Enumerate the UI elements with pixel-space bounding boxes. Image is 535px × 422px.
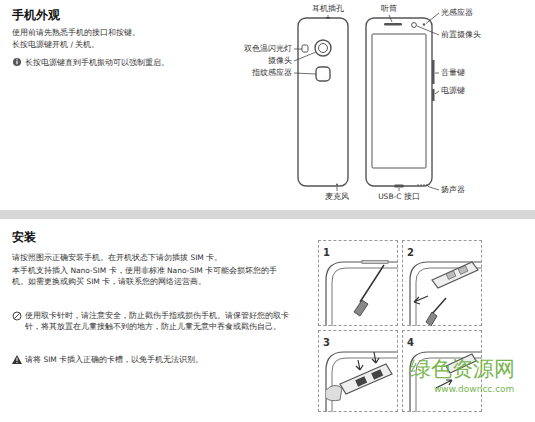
step-illustration xyxy=(354,300,368,316)
warning-icon xyxy=(12,355,22,364)
phone-front xyxy=(423,23,425,25)
part-label: 摄像头 xyxy=(268,55,292,66)
part-label: 耳机插孔 xyxy=(312,3,344,14)
body-text: 长按电源键直到手机振动可以强制重启。 xyxy=(25,57,285,68)
step-number: 1 xyxy=(319,245,334,261)
step-illustration xyxy=(372,352,379,363)
info-icon xyxy=(13,58,21,66)
leader-line xyxy=(399,188,400,191)
step-illustration xyxy=(426,312,437,326)
section-title: 安装 xyxy=(12,228,36,246)
body-text: 请按照图示正确安装手机。在开机状态下请勿插拔 SIM 卡。 xyxy=(12,252,292,263)
phone-front xyxy=(417,184,419,186)
step-panel: 1 xyxy=(318,240,398,326)
info-icon xyxy=(16,59,17,60)
leader-line xyxy=(294,73,316,74)
phone-front xyxy=(423,184,425,186)
step-illustration xyxy=(326,262,398,326)
divider-band xyxy=(0,210,535,219)
phone-back xyxy=(298,17,348,186)
leader-line xyxy=(294,13,439,191)
part-label: 指纹感应器 xyxy=(252,67,292,78)
step-illustration xyxy=(332,358,398,412)
watermark: www.downcc.com xyxy=(434,383,514,397)
step-illustration xyxy=(410,262,482,326)
step-illustration xyxy=(326,385,342,400)
step-number: 4 xyxy=(403,335,418,351)
phone-front xyxy=(384,23,402,25)
step-illustration xyxy=(355,376,367,386)
part-label: 听筒 xyxy=(381,3,397,14)
prohibit-icon xyxy=(14,313,20,319)
phone-front xyxy=(417,184,428,186)
phone-back xyxy=(319,44,328,53)
part-label: 扬声器 xyxy=(441,184,465,195)
phone-front xyxy=(412,23,417,28)
step-illustration xyxy=(340,364,392,394)
leader-line xyxy=(389,15,392,22)
step-number: 3 xyxy=(319,335,334,351)
step-illustration xyxy=(326,352,398,412)
part-label: 双色温闪光灯 xyxy=(244,43,292,54)
phone-back xyxy=(298,18,348,186)
part-label: 麦克风 xyxy=(325,191,349,202)
prohibit-icon xyxy=(13,312,21,320)
step-illustration xyxy=(326,261,398,327)
phone-front xyxy=(432,60,435,84)
phone-front xyxy=(426,184,428,186)
step-panel: 2 xyxy=(402,240,482,326)
leader-line xyxy=(435,73,439,74)
info-icon xyxy=(13,58,21,66)
warning-icon xyxy=(17,358,18,362)
phone-front xyxy=(366,18,432,186)
step-illustration xyxy=(326,352,398,412)
body-text: 使用前请先熟悉手机的接口和按键。 xyxy=(12,27,282,38)
step-illustration xyxy=(360,265,384,302)
body-text: 本手机支持插入 Nano-SIM 卡，使用非标准 Nano-SIM 卡可能会损坏… xyxy=(12,265,284,288)
leader-line xyxy=(435,91,439,94)
step-illustration xyxy=(458,266,468,275)
step-panel: 3 xyxy=(318,330,398,412)
phone-front xyxy=(394,185,404,188)
part-label: USB-C 接口 xyxy=(378,191,420,202)
step-number: 2 xyxy=(403,245,418,261)
step-illustration xyxy=(332,268,398,326)
leader-line xyxy=(426,13,439,24)
part-label: 电源键 xyxy=(441,85,465,96)
warning-icon xyxy=(17,362,18,363)
step-illustration xyxy=(356,360,363,370)
phone-front xyxy=(372,34,426,168)
phone-front xyxy=(366,18,435,188)
warning-icon xyxy=(12,355,22,364)
step-illustration xyxy=(432,262,478,288)
safety-note: 使用取卡针时，请注意安全，防止戳伤手指或损伤手机。请保管好您的取卡针，将其放置在… xyxy=(25,310,293,333)
leader-line xyxy=(428,187,439,191)
step-illustration xyxy=(371,369,383,379)
phone-back xyxy=(336,184,338,186)
part-label: 光感应器 xyxy=(441,7,473,18)
body-text: 长按电源键开机 / 关机。 xyxy=(12,39,282,50)
part-label: 前置摄像头 xyxy=(441,29,481,40)
step-illustration xyxy=(446,271,456,280)
prohibit-icon xyxy=(13,312,21,320)
leader-line xyxy=(294,49,302,50)
watermark: 绿色资源网 xyxy=(410,354,515,386)
info-icon xyxy=(16,61,17,64)
phone-front xyxy=(420,184,422,186)
step-illustration xyxy=(414,296,428,304)
leader-line xyxy=(328,15,329,18)
warning-note: 请将 SIM 卡插入正确的卡槽，以免手机无法识别。 xyxy=(25,354,300,365)
leader-line xyxy=(417,26,439,35)
phone-back xyxy=(316,67,330,81)
step-illustration xyxy=(362,261,388,264)
step-illustration xyxy=(410,262,482,326)
step-illustration xyxy=(432,298,446,314)
part-label: 音量键 xyxy=(441,67,465,78)
phone-front xyxy=(432,89,435,101)
phone-back xyxy=(315,40,331,56)
leader-line xyxy=(337,187,338,192)
leader-line xyxy=(294,52,316,61)
section-title: 手机外观 xyxy=(12,6,60,24)
phone-back xyxy=(302,45,308,52)
